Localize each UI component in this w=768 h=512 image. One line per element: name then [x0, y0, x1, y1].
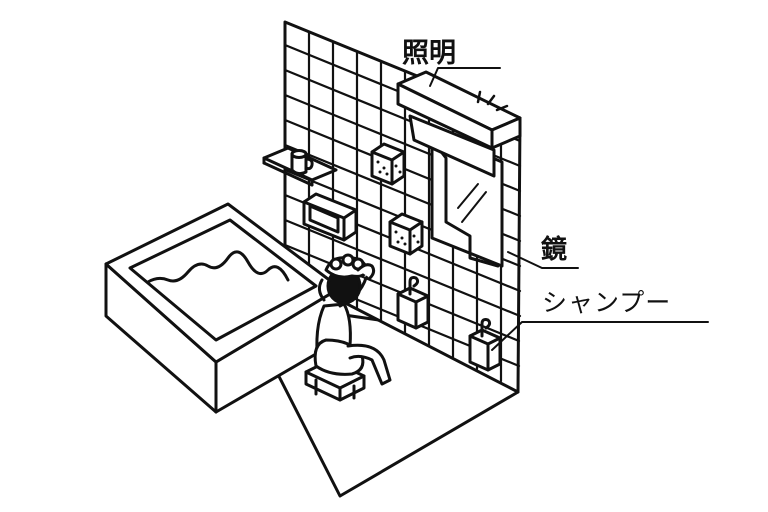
light-fixture	[396, 70, 522, 178]
lighting-leader	[429, 67, 501, 87]
mirror-leader	[507, 251, 579, 269]
sponge-icon	[370, 142, 406, 186]
person	[313, 253, 392, 386]
shower-controller	[302, 192, 358, 242]
cup-icon	[290, 149, 314, 176]
lighting-label: 照明	[402, 38, 456, 69]
shampoo-bottle-icon	[396, 276, 430, 330]
sponge-icon	[388, 212, 424, 256]
shampoo-leader	[491, 321, 709, 351]
bathtub	[104, 202, 342, 414]
leader-lines	[429, 67, 709, 351]
shampoo-bottle-icon	[468, 318, 502, 372]
mirror-label: 鏡	[541, 235, 568, 265]
shampoo-label: シャンプー	[542, 288, 672, 317]
